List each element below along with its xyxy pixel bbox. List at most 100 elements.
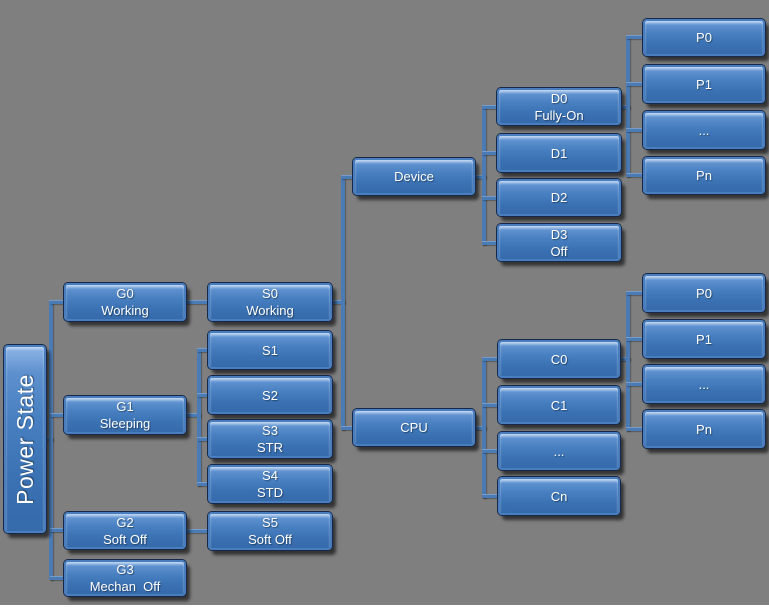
node-g3-line2: Mechan Off [89,579,161,594]
node-s3-line2: STR [257,440,283,455]
connector-bracket-s3 [197,437,210,441]
connector-bracket-d0 [482,105,499,109]
node-g1: G1 Sleeping [64,396,186,434]
node-c0-line1: C0 [550,351,568,367]
node-s2-line1: S2 [262,387,278,403]
connector-c-bracket-vertical [482,357,486,498]
node-cpu: CPU [353,409,475,446]
node-s0-line2: Working [246,303,294,318]
node-d2-line1: D2 [550,190,568,205]
connector-bracket-ptop-pmore [626,128,645,132]
connector-branch-cpu [341,426,355,430]
node-ptop-pn: Pn [643,157,765,194]
connector-c0-bracket [620,357,630,361]
node-g2: G2 Soft Off [64,512,186,549]
node-c1-line1: C1 [550,397,568,413]
node-device: Device [353,158,475,195]
node-g0: G0 Working [64,283,186,321]
node-d1: D1 [497,134,621,172]
node-s3-line1: S3 [262,423,278,438]
connector-trunk-vertical [49,300,53,580]
node-s4-line2: STD [257,485,283,500]
node-pbottom-pn-label: Pn [696,421,712,437]
connector-bracket-pbottom-pn [626,427,645,431]
node-cpu-label: CPU [400,420,428,435]
connector-g0-s0 [186,300,210,304]
connector-bracket-cn [482,494,500,498]
connector-bracket-d2 [482,196,499,200]
node-s5: S5 Soft Off [208,512,332,550]
connector-branch-device [341,175,355,179]
connector-device-bracket [475,175,486,179]
node-ptop-p0-label: P0 [696,30,712,45]
connector-trunk-g2 [50,528,66,532]
node-s5-line1: S5 [262,515,278,530]
connector-pbottom-bracket-vertical [626,291,630,431]
node-pbottom-pn: Pn [643,410,765,448]
connector-bracket-d1 [482,151,499,155]
node-g0-line1: G0 [116,286,134,301]
node-d1-line1: D1 [550,145,568,161]
connector-bracket-s1 [197,348,210,352]
node-c0: C0 [498,340,620,378]
connector-bracket-s2 [197,393,210,397]
node-s3: S3 STR [208,420,332,458]
node-pbottom-p0: P0 [643,274,765,312]
node-g3: G3 Mechan Off [64,560,186,596]
connector-bracket-c1 [482,403,500,407]
node-pbottom-p0-label: P0 [696,285,712,301]
node-ptop-ellipsis-label: ... [698,122,710,138]
node-s1: S1 [208,331,332,369]
node-d0-line1: D0 [550,90,568,106]
node-s5-line2: Soft Off [248,532,292,547]
connector-s0-branch [332,300,345,304]
node-g1-line2: Sleeping [99,416,151,431]
node-power-state-label: Power State [11,373,38,505]
node-c1: C1 [498,386,620,424]
node-g1-line1: G1 [116,399,134,414]
node-g0-line2: Working [101,303,149,318]
node-pbottom-ellipsis-label: ... [698,376,710,392]
node-c-ellipsis-label: ... [553,443,565,459]
connector-trunk-g3 [50,576,66,580]
connector-bracket-ptop-p0 [626,35,645,39]
node-s4: S4 STD [208,465,332,503]
connector-d-bracket-vertical [482,105,486,245]
connector-bracket-pbottom-pmore [626,382,645,386]
node-g2-line2: Soft Off [103,531,147,547]
connector-bracket-pbottom-p0 [626,291,645,295]
node-d0: D0 Fully-On [497,88,621,125]
connector-trunk-g1 [50,413,66,417]
connector-ptop-bracket-vertical [626,35,630,177]
connector-g2-s5 [186,529,210,533]
node-ptop-pn-label: Pn [696,168,712,183]
node-ptop-p1: P1 [643,65,765,103]
connector-bracket-ptop-p1 [626,82,645,86]
connector-s-bracket-vertical [197,348,201,486]
node-cn: Cn [498,477,620,515]
node-d3-line2: Off [550,243,568,259]
node-s0-line1: S0 [262,286,278,301]
connector-bracket-cmore [482,449,500,453]
connector-bracket-d3 [482,241,499,245]
node-pbottom-p1-label: P1 [696,331,712,347]
node-ptop-p0: P0 [643,19,765,56]
node-s2: S2 [208,376,332,414]
connector-bracket-c0 [482,357,500,361]
node-c-ellipsis: ... [498,432,620,470]
node-pbottom-p1: P1 [643,320,765,358]
connector-g1-bracket [186,413,201,417]
node-d3: D3 Off [497,224,621,261]
node-cn-line1: Cn [550,488,568,504]
node-d0-line2: Fully-On [534,107,584,123]
node-ptop-p1-label: P1 [696,76,712,92]
node-g2-line1: G2 [116,514,134,530]
bottom-white-strip [0,605,769,615]
connector-cpu-bracket [475,426,486,430]
connector-d0-bracket [621,105,630,109]
node-d3-line1: D3 [550,226,568,242]
node-d2: D2 [497,179,621,216]
connector-trunk-g0 [50,300,66,304]
node-s1-line1: S1 [262,342,278,358]
